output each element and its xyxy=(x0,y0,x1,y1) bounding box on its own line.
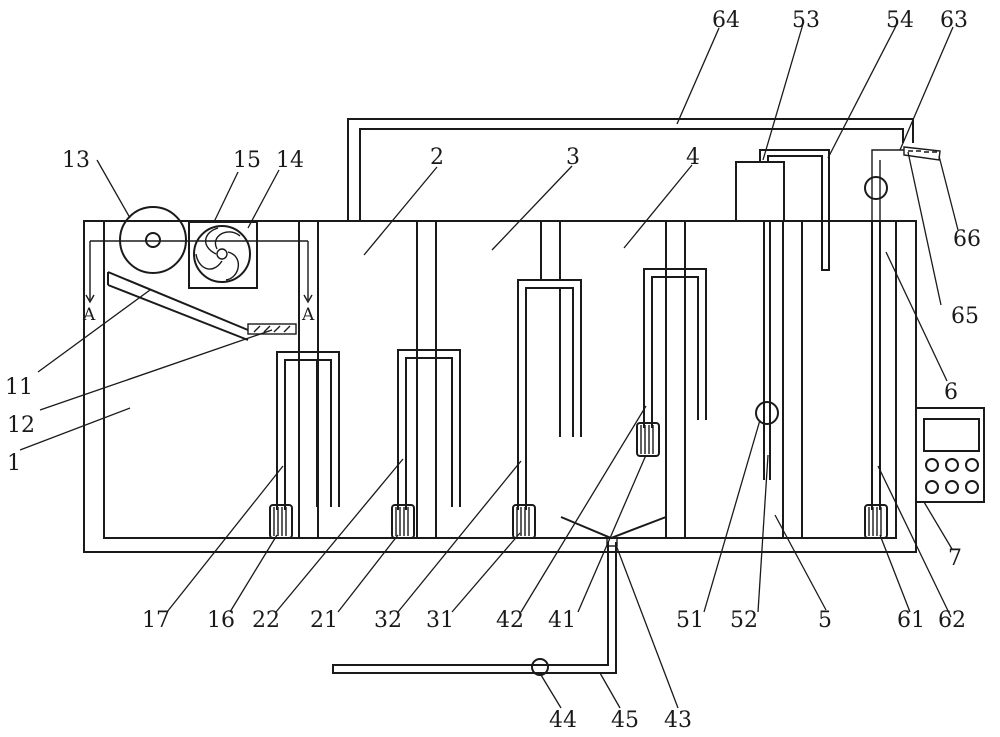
label-64: 64 xyxy=(712,8,740,33)
label-43: 43 xyxy=(664,708,692,733)
label-41: 41 xyxy=(548,608,576,633)
control-box-7 xyxy=(915,407,985,503)
control-button xyxy=(945,480,959,494)
riser-32 xyxy=(517,279,582,510)
control-button xyxy=(965,458,979,472)
outlet-nozzle-65 xyxy=(903,146,941,161)
partition-2-3 xyxy=(416,221,437,538)
control-button xyxy=(965,480,979,494)
partitions xyxy=(298,221,803,538)
control-button xyxy=(925,458,939,472)
riser-22 xyxy=(397,349,461,510)
label-22: 22 xyxy=(252,608,280,633)
section-mark-left: A xyxy=(82,305,96,325)
pumps xyxy=(269,422,888,539)
label-6: 6 xyxy=(944,380,958,405)
drum-13-hub xyxy=(145,232,161,248)
dosing-line-52 xyxy=(763,221,771,480)
drain-valve-44 xyxy=(531,658,549,676)
label-53: 53 xyxy=(792,8,820,33)
tank xyxy=(83,220,917,553)
riser-pipe-62 xyxy=(871,221,881,510)
control-button xyxy=(925,480,939,494)
chute-11 xyxy=(107,271,249,341)
control-button xyxy=(945,458,959,472)
label-66: 66 xyxy=(953,227,981,252)
pump-61 xyxy=(864,504,888,539)
label-52: 52 xyxy=(730,608,758,633)
inlet-pipe-54 xyxy=(759,149,830,271)
label-21: 21 xyxy=(310,608,338,633)
outlet-nozzle-holes xyxy=(908,150,937,153)
tank-outer-wall xyxy=(83,220,917,553)
leader-lines xyxy=(19,23,959,709)
outlet-riser-63 xyxy=(871,149,904,221)
trough-12-slots xyxy=(253,325,291,333)
section-mark-right: A xyxy=(301,305,315,325)
return-pipe-64 xyxy=(347,118,914,221)
label-63: 63 xyxy=(940,8,968,33)
drain-outlet-43 xyxy=(606,537,618,547)
label-51: 51 xyxy=(676,608,704,633)
label-61: 61 xyxy=(897,608,925,633)
pump-41 xyxy=(636,422,660,457)
label-32: 32 xyxy=(374,608,402,633)
label-13: 13 xyxy=(62,148,90,173)
label-4: 4 xyxy=(686,145,700,170)
partition-3-4-upper xyxy=(540,221,561,280)
label-17: 17 xyxy=(142,608,170,633)
label-1: 1 xyxy=(7,451,21,476)
label-44: 44 xyxy=(549,708,577,733)
label-31: 31 xyxy=(426,608,454,633)
dosing-unit xyxy=(735,149,830,480)
rotor-blades xyxy=(195,227,241,281)
rotor-housing-14 xyxy=(188,221,258,289)
rotor-15 xyxy=(193,225,251,283)
control-box xyxy=(915,407,985,503)
section-arrows xyxy=(85,294,313,304)
label-5: 5 xyxy=(818,608,832,633)
drum-13 xyxy=(119,206,187,274)
reference-numerals: 13 15 14 2 3 4 64 53 54 63 66 65 6 7 11 … xyxy=(5,8,981,733)
label-3: 3 xyxy=(566,145,580,170)
label-54: 54 xyxy=(886,8,914,33)
screening-unit: A A xyxy=(82,206,315,341)
label-42: 42 xyxy=(496,608,524,633)
return-pipe xyxy=(347,118,941,221)
pump-31 xyxy=(512,504,536,539)
label-15: 15 xyxy=(233,148,261,173)
section-line-a-a xyxy=(89,240,309,300)
label-7: 7 xyxy=(948,546,962,571)
tank-inner-wall xyxy=(103,220,897,539)
pump-16 xyxy=(269,504,293,539)
pump-63 xyxy=(864,176,888,200)
label-65: 65 xyxy=(951,304,979,329)
drain-pipe xyxy=(332,537,618,676)
label-14: 14 xyxy=(276,148,304,173)
dosing-box-53 xyxy=(735,161,785,222)
label-11: 11 xyxy=(5,375,33,400)
risers xyxy=(276,268,707,510)
drain-pipe-45 xyxy=(332,542,617,674)
label-62: 62 xyxy=(938,608,966,633)
control-display xyxy=(923,418,980,452)
trough-12 xyxy=(247,323,297,335)
riser-17 xyxy=(276,351,340,510)
label-12: 12 xyxy=(7,413,35,438)
riser-42 xyxy=(643,268,707,428)
label-2: 2 xyxy=(430,145,444,170)
partition-5-6 xyxy=(782,221,803,538)
rotor-hub xyxy=(216,248,228,260)
label-45: 45 xyxy=(611,708,639,733)
dosing-valve-51 xyxy=(755,401,779,425)
label-16: 16 xyxy=(207,608,235,633)
pump-21 xyxy=(391,504,415,539)
chamber-6-equipment xyxy=(871,221,881,510)
